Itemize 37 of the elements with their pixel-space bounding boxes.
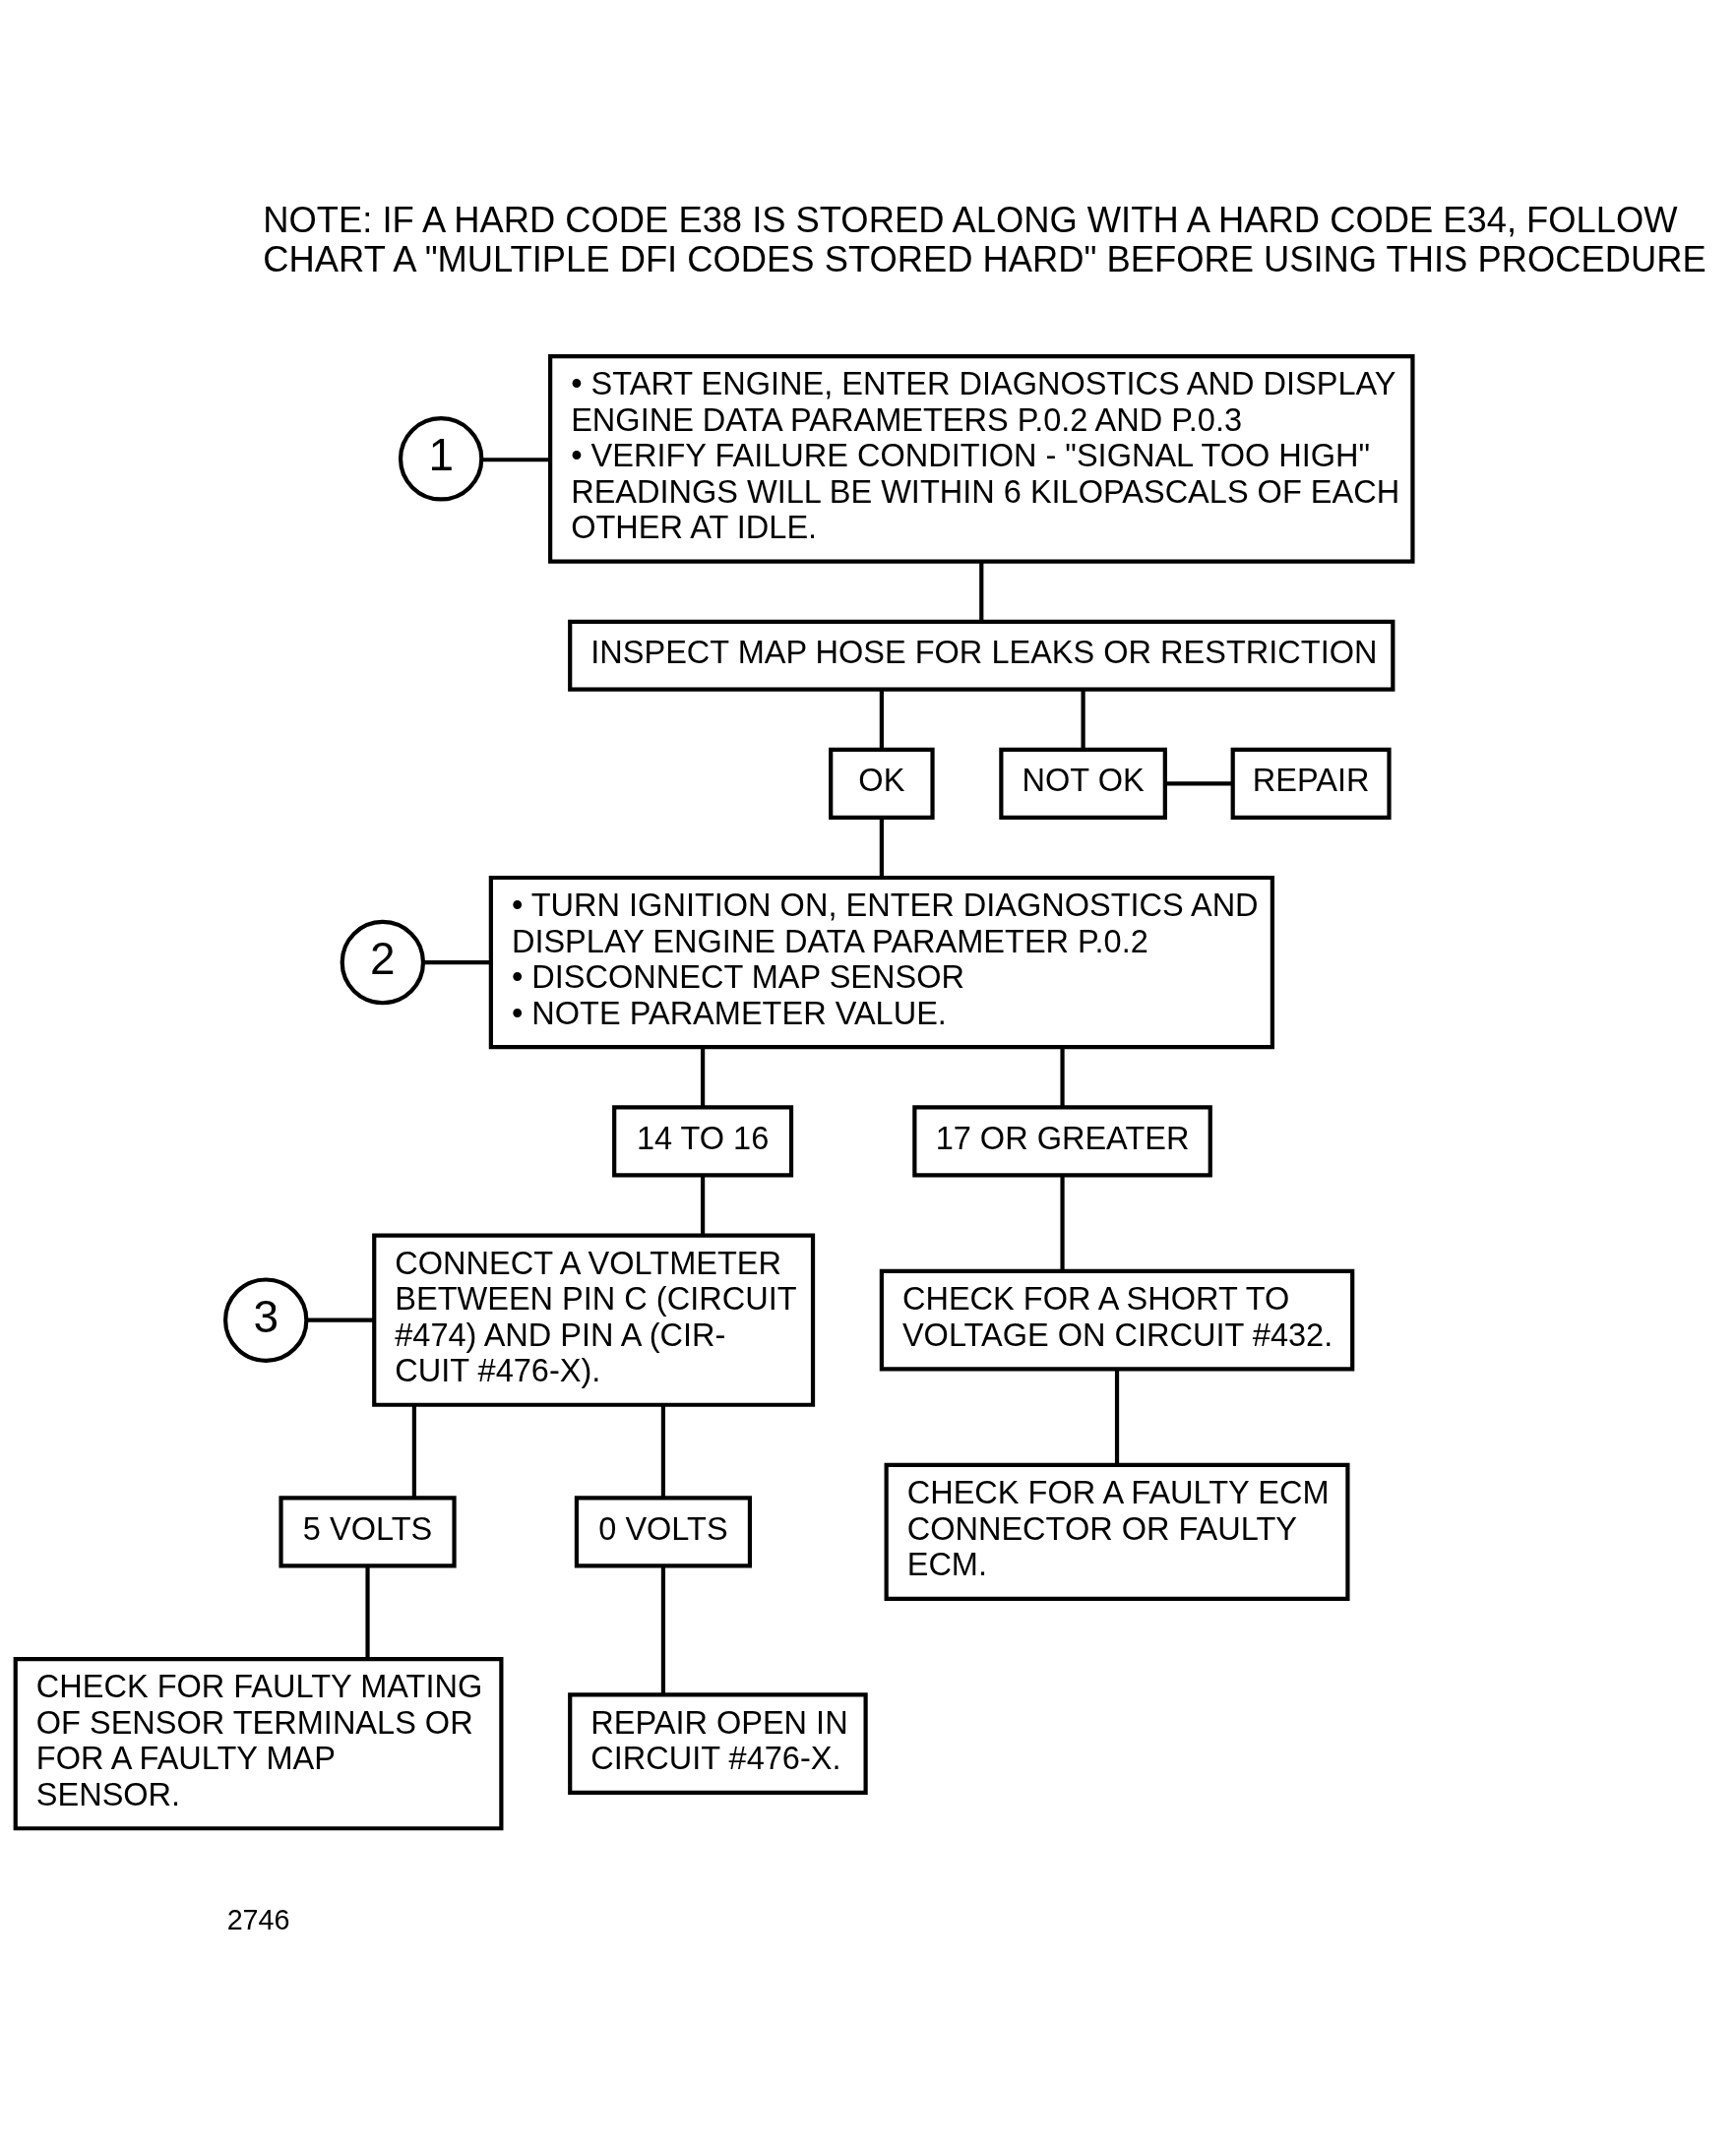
node-box: CHECK FOR A FAULTY ECM CONNECTOR OR FAULTY ECM. <box>884 1462 1350 1601</box>
connector <box>365 1565 370 1659</box>
node-box: • TURN IGNITION ON, ENTER DIAGNOSTICS AND DISPLAY ENGINE DATA PARAMETER P.0.2 • DISCONNECT MAP SENSOR • NOTE PARAMETER VALUE. <box>488 875 1274 1049</box>
connector <box>306 1318 374 1322</box>
node-box: 5 VOLTS <box>279 1495 457 1567</box>
node-box: 14 TO 16 <box>612 1104 794 1177</box>
label: NOTE: IF A HARD CODE E38 IS STORED ALONG WITH A HARD CODE E34, FOLLOW CHART A "MULTIPLE DFI CODES STORED HARD" BEFORE USING THIS PROCEDURE <box>263 199 1706 279</box>
connector <box>1060 1047 1065 1107</box>
node-box: REPAIR <box>1230 747 1392 820</box>
node-box: 0 VOLTS <box>574 1495 753 1567</box>
connector <box>879 689 884 749</box>
connector <box>481 457 550 461</box>
connector <box>1165 780 1233 785</box>
node-box: CHECK FOR A SHORT TO VOLTAGE ON CIRCUIT #432. <box>879 1268 1355 1371</box>
connector <box>879 817 884 878</box>
node-box: • START ENGINE, ENTER DIAGNOSTICS AND DISPLAY ENGINE DATA PARAMETERS P.0.2 AND P.0.3 • VERIFY FAILURE CONDITION - "SIGNAL TOO HIGH" READINGS WILL BE WITHIN 6 KILOPASCALS OF EACH OTHER AT IDLE. <box>548 353 1415 564</box>
connector <box>1081 689 1085 749</box>
connector <box>660 1404 666 1498</box>
node-circle: 2 <box>340 919 426 1005</box>
node-box: REPAIR OPEN IN CIRCUIT #476-X. <box>568 1691 868 1795</box>
label: 2746 <box>226 1903 290 1935</box>
connector <box>660 1565 666 1694</box>
node-box: NOT OK <box>999 747 1167 820</box>
connector <box>1060 1175 1065 1271</box>
node-box: OK <box>829 747 935 820</box>
node-circle: 1 <box>398 415 484 502</box>
connector <box>979 561 984 622</box>
node-box: 17 OR GREATER <box>912 1104 1212 1177</box>
connector <box>423 959 491 964</box>
connector <box>1114 1369 1120 1464</box>
connector <box>411 1404 416 1498</box>
connector <box>701 1047 706 1107</box>
node-circle: 3 <box>222 1276 309 1363</box>
node-box: INSPECT MAP HOSE FOR LEAKS OR RESTRICTION <box>568 619 1395 692</box>
node-box: CHECK FOR FAULTY MATING OF SENSOR TERMINALS OR FOR A FAULTY MAP SENSOR. <box>13 1656 504 1830</box>
node-box: CONNECT A VOLTMETER BETWEEN PIN C (CIRCUIT #474) AND PIN A (CIR- CUIT #476-X). <box>372 1232 816 1407</box>
connector <box>701 1175 706 1235</box>
